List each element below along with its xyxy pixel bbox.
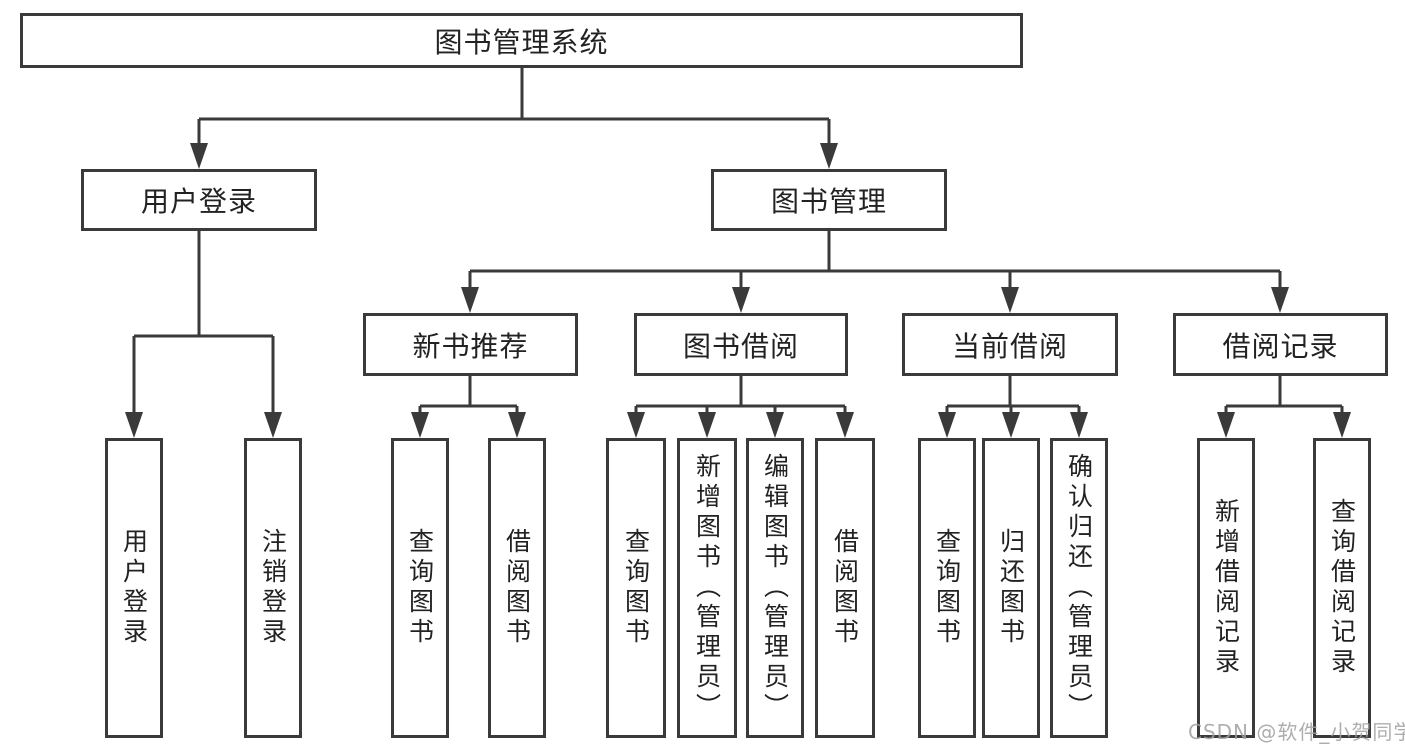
leaf-borrow-books-recommend-label: 借阅图书 xyxy=(502,528,532,648)
node-user-login: 用户登录 xyxy=(81,169,317,231)
arrow-down-icon xyxy=(1002,412,1020,438)
watermark: CSDN @软件_小贺同学 xyxy=(1188,720,1405,744)
leaf-add-borrow-record: 新增借阅记录 xyxy=(1197,438,1255,738)
node-new-book-recommendation: 新书推荐 xyxy=(363,313,578,376)
arrow-down-icon xyxy=(1001,287,1019,313)
leaf-logout: 注销登录 xyxy=(244,438,302,738)
leaf-logout-label: 注销登录 xyxy=(258,528,288,648)
leaf-search-books-borrowing: 查询图书 xyxy=(606,438,666,738)
arrow-down-icon xyxy=(508,412,526,438)
node-book-management: 图书管理 xyxy=(711,169,947,231)
arrow-down-icon xyxy=(264,412,282,438)
leaf-search-books-recommend: 查询图书 xyxy=(391,438,449,738)
leaf-search-borrow-record: 查询借阅记录 xyxy=(1313,438,1371,738)
node-current-borrowing-label: 当前借阅 xyxy=(951,329,1068,363)
leaf-borrow-books-recommend: 借阅图书 xyxy=(488,438,546,738)
leaf-user-login: 用户登录 xyxy=(105,438,163,738)
arrow-down-icon xyxy=(1271,287,1289,313)
leaf-edit-books-admin: 编辑图书（管理员） xyxy=(746,438,804,738)
arrow-down-icon xyxy=(125,412,143,438)
leaf-add-books-admin-label: 新增图书（管理员） xyxy=(692,453,722,723)
node-user-login-label: 用户登录 xyxy=(140,185,257,218)
leaf-return-books-label: 归还图书 xyxy=(996,528,1026,648)
arrow-down-icon xyxy=(938,412,956,438)
arrow-down-icon xyxy=(461,287,479,313)
leaf-search-books-current-label: 查询图书 xyxy=(932,528,962,648)
node-book-management-label: 图书管理 xyxy=(770,185,887,218)
leaf-search-books-borrowing-label: 查询图书 xyxy=(621,528,651,648)
leaf-search-borrow-record-label: 查询借阅记录 xyxy=(1327,498,1357,678)
leaf-confirm-return-admin: 确认归还（管理员） xyxy=(1050,438,1108,738)
node-book-borrowing-label: 图书借阅 xyxy=(682,329,799,363)
leaf-add-borrow-record-label: 新增借阅记录 xyxy=(1211,498,1241,678)
leaf-borrow-books-label: 借阅图书 xyxy=(830,528,860,648)
arrow-down-icon xyxy=(1217,412,1235,438)
leaf-add-books-admin: 新增图书（管理员） xyxy=(677,438,737,738)
node-current-borrowing: 当前借阅 xyxy=(902,313,1118,376)
arrow-down-icon xyxy=(820,143,838,169)
node-root-label: 图书管理系统 xyxy=(434,25,609,59)
leaf-edit-books-admin-label: 编辑图书（管理员） xyxy=(760,453,790,723)
leaf-search-books-recommend-label: 查询图书 xyxy=(405,528,435,648)
node-borrowing-records-label: 借阅记录 xyxy=(1222,329,1339,363)
arrow-down-icon xyxy=(698,412,716,438)
node-root: 图书管理系统 xyxy=(20,13,1023,68)
arrow-down-icon xyxy=(766,412,784,438)
node-book-borrowing: 图书借阅 xyxy=(634,313,848,376)
leaf-user-login-label: 用户登录 xyxy=(119,528,149,648)
arrow-down-icon xyxy=(1333,412,1351,438)
arrow-down-icon xyxy=(627,412,645,438)
node-new-book-recommendation-label: 新书推荐 xyxy=(412,329,529,363)
arrow-down-icon xyxy=(411,412,429,438)
arrow-down-icon xyxy=(836,412,854,438)
leaf-confirm-return-admin-label: 确认归还（管理员） xyxy=(1064,453,1094,723)
leaf-search-books-current: 查询图书 xyxy=(918,438,976,738)
node-borrowing-records: 借阅记录 xyxy=(1173,313,1388,376)
arrow-down-icon xyxy=(1070,412,1088,438)
leaf-return-books: 归还图书 xyxy=(982,438,1040,738)
arrow-down-icon xyxy=(190,143,208,169)
leaf-borrow-books: 借阅图书 xyxy=(815,438,875,738)
arrow-down-icon xyxy=(732,287,750,313)
